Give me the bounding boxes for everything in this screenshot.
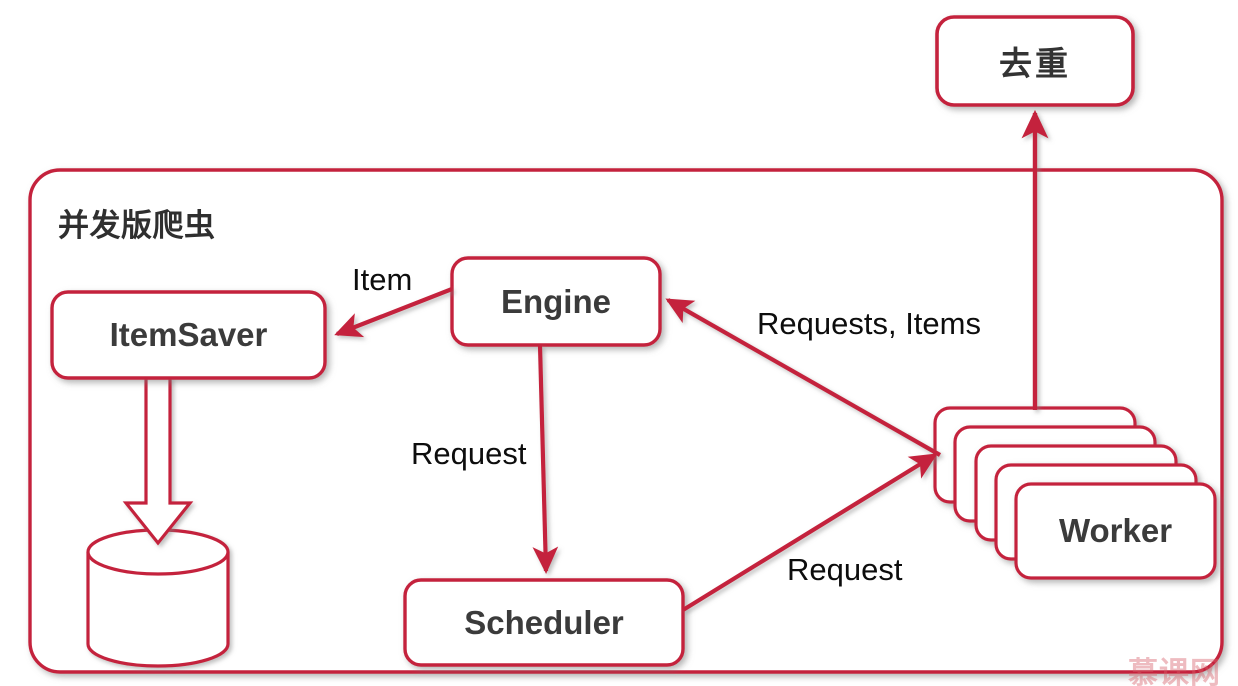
node-engine-box: [450, 256, 662, 347]
watermark: 慕课网: [1128, 656, 1221, 686]
edge-itemsaver-to-datastore: [122, 376, 194, 546]
edge-engine-to-itemsaver: [334, 287, 453, 338]
edge-label-item: Item: [352, 262, 413, 297]
edge-scheduler-to-worker: [681, 453, 938, 612]
edge-label-request-engine-scheduler: Request: [411, 436, 527, 471]
node-itemsaver-box: [50, 290, 327, 380]
worker-stack: [933, 406, 1217, 580]
worker-card-front: [1014, 482, 1217, 580]
edge-label-request-scheduler-worker: Request: [787, 552, 903, 587]
node-dedupe-box: [935, 15, 1135, 107]
container-outline: [28, 168, 1224, 674]
datastore-cylinder: [86, 528, 230, 668]
container-title: 并发版爬虫: [58, 208, 216, 243]
edge-engine-to-scheduler: [532, 344, 559, 575]
concurrent-crawler-container: [28, 168, 1224, 674]
edge-worker-to-engine: [665, 298, 942, 457]
node-scheduler-box: [403, 578, 685, 667]
edge-label-requests-items: Requests, Items: [757, 306, 981, 341]
